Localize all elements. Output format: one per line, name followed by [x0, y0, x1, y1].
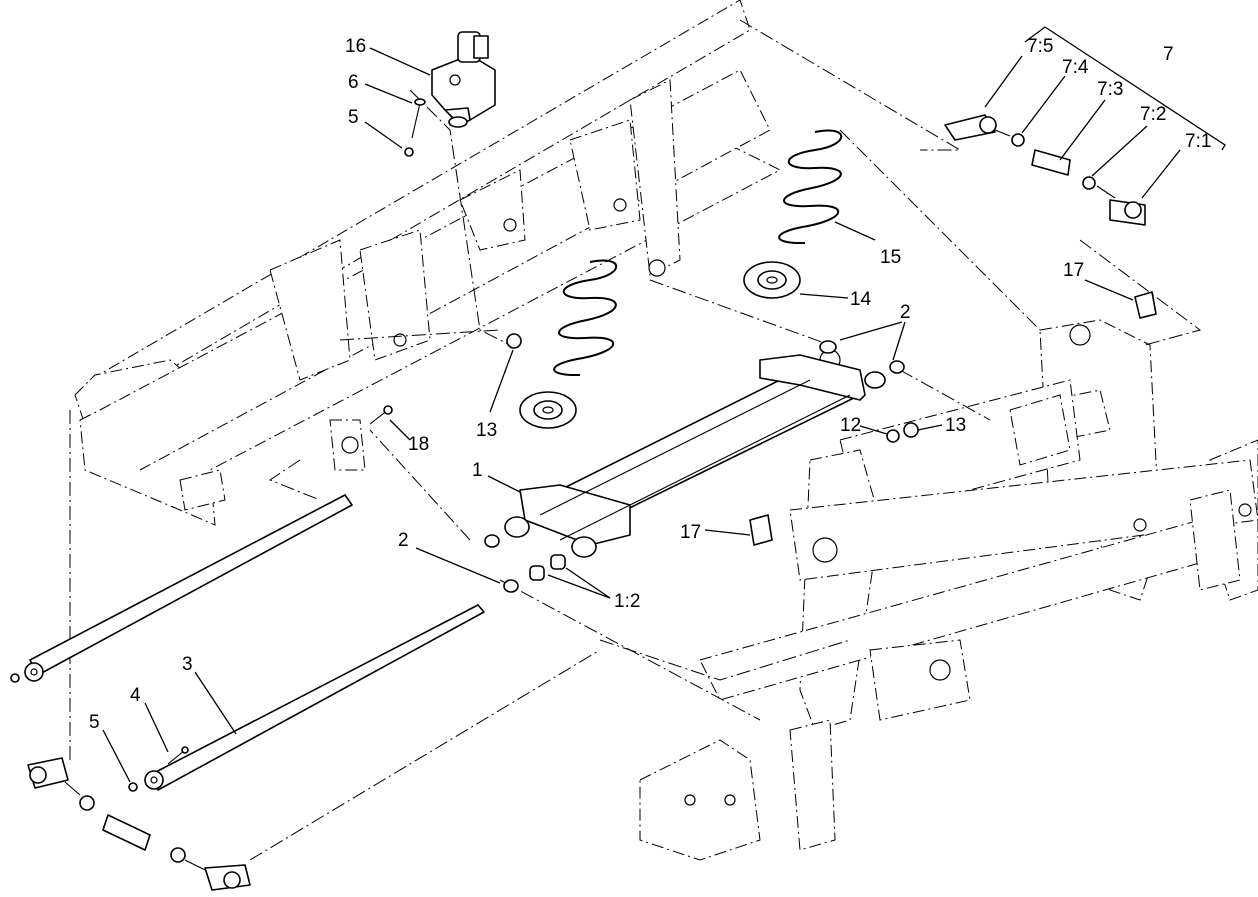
callout-16: 16 [345, 36, 366, 57]
bushings-1-2 [529, 554, 566, 581]
pivot-arm-1 [504, 354, 886, 558]
callout-4: 4 [130, 685, 141, 706]
callout-13-right: 13 [945, 415, 966, 436]
leader-lines [102, 26, 1226, 783]
nut-5-top [404, 147, 414, 157]
assembly-centerlines [69, 19, 1202, 861]
spring-15-rear [778, 129, 843, 245]
valve-assembly-16 [431, 31, 496, 128]
callout-1: 1 [472, 460, 483, 481]
callout-labels: 16 6 5 7:5 7:4 7 7:3 7:2 7:1 15 14 17 2 … [89, 36, 1211, 733]
callout-7-5: 7:5 [1027, 36, 1053, 57]
tie-rod-assembly-lower [27, 757, 251, 891]
callout-7-2: 7:2 [1140, 104, 1166, 125]
callout-18: 18 [408, 434, 429, 455]
spring-15-front [553, 259, 618, 377]
callout-14: 14 [850, 289, 872, 310]
callout-7-1: 7:1 [1185, 131, 1211, 152]
nut-5-bottom [128, 782, 138, 792]
pin-6 [411, 98, 426, 139]
washers-2-right [819, 340, 905, 374]
rod-3 [144, 604, 485, 791]
callout-17-top: 17 [1063, 260, 1084, 281]
rear-frame-assembly [74, 0, 782, 526]
rod-upper [10, 494, 353, 683]
callout-12: 12 [840, 415, 861, 436]
pad-17-mid [749, 514, 773, 546]
callout-2-right: 2 [900, 302, 911, 323]
callout-5-bottom: 5 [89, 712, 100, 733]
callout-7-3: 7:3 [1097, 79, 1123, 100]
callout-3: 3 [182, 654, 193, 675]
callout-7-4: 7:4 [1062, 57, 1089, 78]
callout-6: 6 [348, 72, 359, 93]
callout-2-left: 2 [398, 530, 409, 551]
washer-2-lower [503, 579, 519, 593]
bolt-4 [167, 746, 189, 765]
bolt-18 [369, 405, 393, 425]
nut-13-left [506, 333, 522, 349]
callout-15: 15 [880, 247, 901, 268]
carrier-frame-assembly [639, 319, 1258, 861]
tie-rod-assembly-7 [944, 114, 1146, 226]
callout-1-2: 1:2 [614, 591, 640, 612]
callout-17-mid: 17 [680, 522, 701, 543]
spring-pad-14-rear [743, 261, 801, 299]
callout-7: 7 [1163, 44, 1174, 65]
pad-17-top [1134, 291, 1157, 319]
callout-5-top: 5 [348, 107, 359, 128]
washer-2-left [484, 534, 500, 548]
spring-pad-front [519, 391, 577, 429]
callout-13-left: 13 [476, 420, 497, 441]
